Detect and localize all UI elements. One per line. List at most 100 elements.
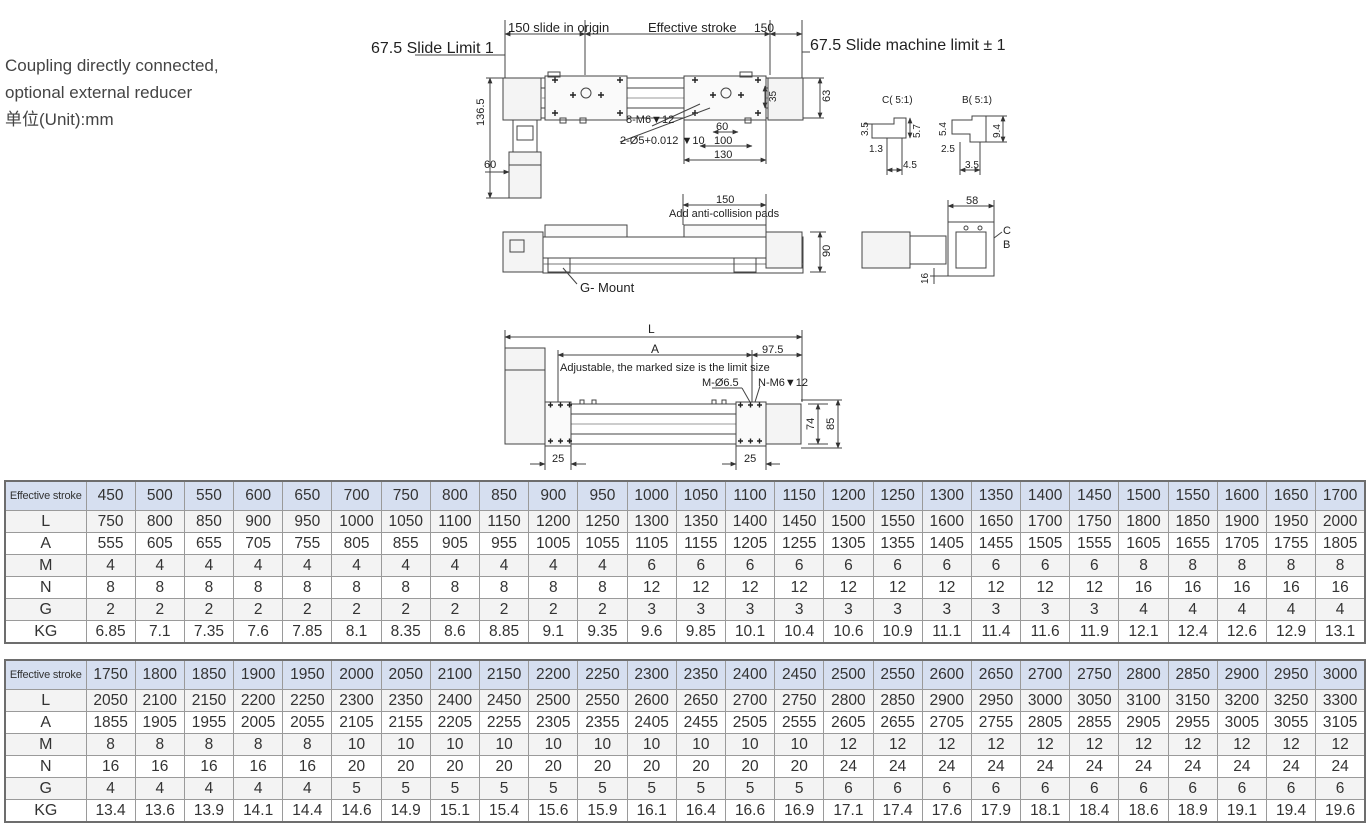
table-cell: 12 bbox=[921, 733, 972, 756]
header-cell-stroke: 2750 bbox=[1069, 659, 1120, 690]
table-cell: 5 bbox=[380, 777, 431, 800]
table-cell: 6 bbox=[823, 777, 874, 800]
header-cell-stroke: 1250 bbox=[872, 480, 923, 511]
table-cell: 24 bbox=[970, 755, 1022, 778]
table-cell: 4 bbox=[233, 777, 284, 800]
table-cell: 6 bbox=[970, 777, 1022, 800]
table-cell: 2100 bbox=[134, 689, 185, 712]
table-cell: 3050 bbox=[1069, 689, 1120, 712]
table-cell: 14.6 bbox=[331, 799, 382, 823]
table-cell: 1455 bbox=[970, 532, 1022, 555]
header-cell-stroke: 950 bbox=[577, 480, 628, 511]
label-anti-collision-pads: Add anti-collision pads bbox=[669, 208, 780, 220]
table-cell: 3250 bbox=[1265, 689, 1317, 712]
row-label: M bbox=[4, 733, 87, 756]
table-cell: 17.6 bbox=[921, 799, 972, 823]
label-right-150: 150 bbox=[754, 21, 774, 35]
table-cell: 2 bbox=[380, 598, 431, 621]
table-cell: 8 bbox=[429, 576, 481, 599]
label-pin-hole: 2-Ø5+0.012 ▼10 bbox=[620, 135, 705, 147]
table-cell: 8 bbox=[282, 576, 333, 599]
table-cell: 24 bbox=[1315, 755, 1366, 778]
table-cell: 2 bbox=[429, 598, 481, 621]
table-cell: 555 bbox=[85, 532, 136, 555]
table-cell: 1550 bbox=[872, 510, 923, 533]
table-cell: 2150 bbox=[183, 689, 235, 712]
table-cell: 3105 bbox=[1315, 711, 1366, 734]
table-cell: 6 bbox=[872, 777, 923, 800]
table-cell: 1200 bbox=[528, 510, 579, 533]
table-cell: 2250 bbox=[282, 689, 333, 712]
table-cell: 20 bbox=[675, 755, 726, 778]
table-cell: 8 bbox=[331, 576, 382, 599]
row-label: A bbox=[4, 711, 87, 734]
table-cell: 4 bbox=[85, 554, 136, 577]
table-cell: 12 bbox=[1069, 733, 1120, 756]
table-cell: 16 bbox=[1216, 576, 1268, 599]
table-cell: 3 bbox=[1069, 598, 1120, 621]
header-cell-stroke: 1600 bbox=[1216, 480, 1268, 511]
table-cell: 8 bbox=[183, 576, 235, 599]
table-cell: 3055 bbox=[1265, 711, 1317, 734]
table-cell: 8 bbox=[85, 733, 136, 756]
table-cell: 1155 bbox=[675, 532, 726, 555]
table-cell: 24 bbox=[1216, 755, 1268, 778]
table-cell: 16 bbox=[282, 755, 333, 778]
table-cell: 24 bbox=[1167, 755, 1218, 778]
table-cell: 2255 bbox=[478, 711, 530, 734]
table-cell: 6 bbox=[1315, 777, 1366, 800]
table-cell: 6 bbox=[1118, 777, 1169, 800]
header-cell-stroke: 900 bbox=[528, 480, 579, 511]
table-cell: 800 bbox=[134, 510, 185, 533]
table-cell: 2700 bbox=[724, 689, 776, 712]
table-cell: 2005 bbox=[233, 711, 284, 734]
table-cell: 2855 bbox=[1069, 711, 1120, 734]
header-label-effective-stroke: Effective stroke bbox=[4, 659, 87, 690]
table-cell: 4 bbox=[1315, 598, 1366, 621]
header-cell-stroke: 1950 bbox=[282, 659, 333, 690]
table-cell: 10 bbox=[331, 733, 382, 756]
detail-c-1-3: 1.3 bbox=[869, 144, 883, 155]
header-cell-stroke: 1900 bbox=[233, 659, 284, 690]
table-cell: 8 bbox=[282, 733, 333, 756]
table-cell: 7.85 bbox=[282, 620, 333, 644]
table-cell: 10 bbox=[380, 733, 431, 756]
table-cell: 16 bbox=[183, 755, 235, 778]
intro-line-unit: 单位(Unit):mm bbox=[5, 110, 114, 129]
header-cell-stroke: 1350 bbox=[970, 480, 1022, 511]
table-cell: 1305 bbox=[823, 532, 874, 555]
dim-side-150: 150 bbox=[716, 194, 734, 206]
table-cell: 20 bbox=[774, 755, 825, 778]
dim-130: 130 bbox=[714, 149, 732, 161]
table-cell: 6 bbox=[872, 554, 923, 577]
table-cell: 1255 bbox=[774, 532, 825, 555]
table-cell: 9.85 bbox=[675, 620, 726, 644]
table-cell: 2 bbox=[134, 598, 185, 621]
header-cell-stroke: 2350 bbox=[675, 659, 726, 690]
table-cell: 6 bbox=[774, 554, 825, 577]
header-cell-stroke: 2100 bbox=[429, 659, 481, 690]
table-cell: 2705 bbox=[921, 711, 972, 734]
table-cell: 1355 bbox=[872, 532, 923, 555]
table-cell: 16 bbox=[134, 755, 185, 778]
header-cell-stroke: 500 bbox=[134, 480, 185, 511]
table-cell: 15.6 bbox=[528, 799, 579, 823]
table-cell: 5 bbox=[331, 777, 382, 800]
table-cell: 4 bbox=[1118, 598, 1169, 621]
table-cell: 2 bbox=[183, 598, 235, 621]
table-cell: 2200 bbox=[233, 689, 284, 712]
table-cell: 1655 bbox=[1167, 532, 1218, 555]
header-cell-stroke: 650 bbox=[282, 480, 333, 511]
table-cell: 1005 bbox=[528, 532, 579, 555]
table-cell: 2355 bbox=[577, 711, 628, 734]
top-view-labels: 150 slide in origin Effective stroke 150… bbox=[371, 20, 1006, 171]
row-label: KG bbox=[4, 799, 87, 823]
dim-l: L bbox=[648, 322, 655, 336]
table-cell: 2600 bbox=[626, 689, 677, 712]
table-cell: 3200 bbox=[1216, 689, 1268, 712]
table-cell: 1555 bbox=[1069, 532, 1120, 555]
header-cell-stroke: 2950 bbox=[1265, 659, 1317, 690]
header-cell-stroke: 2650 bbox=[970, 659, 1022, 690]
table-cell: 8 bbox=[1315, 554, 1366, 577]
